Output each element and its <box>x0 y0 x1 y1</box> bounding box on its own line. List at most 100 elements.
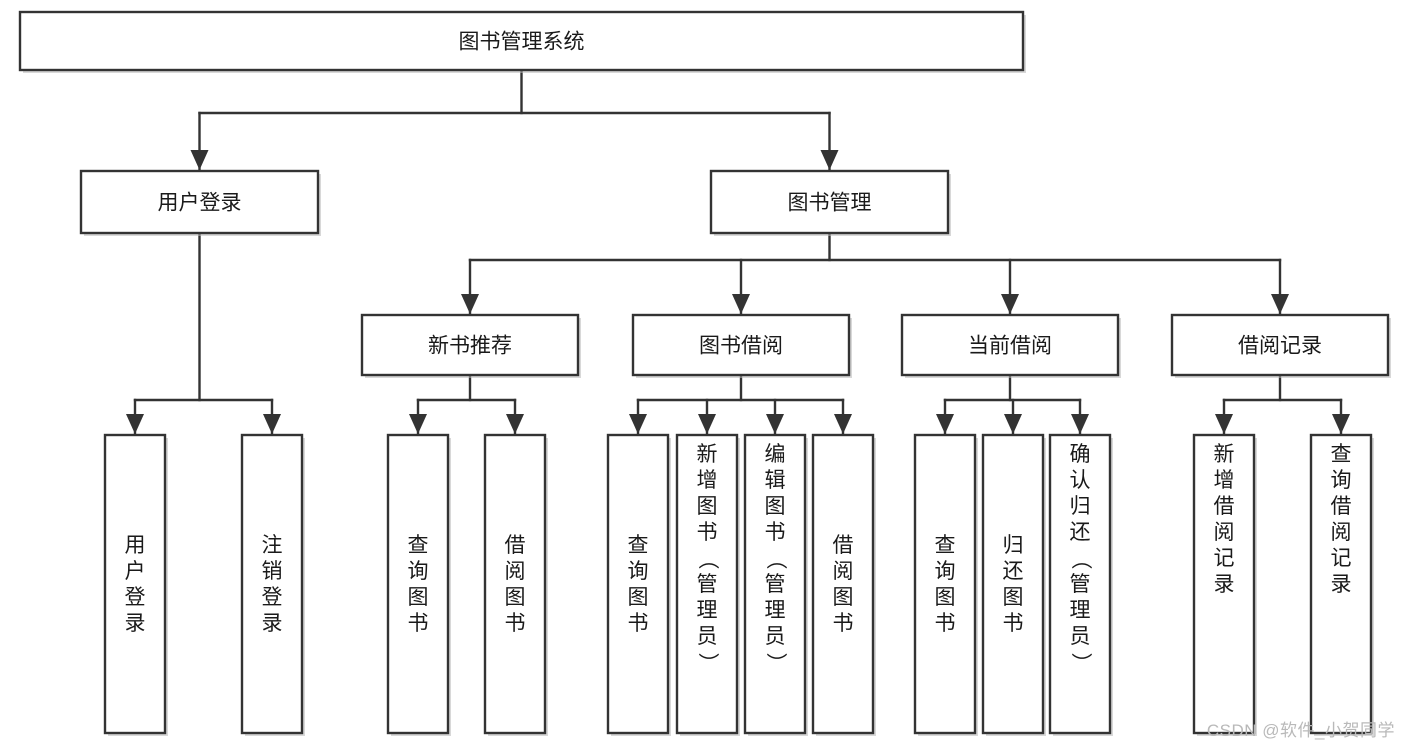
node-border[interactable] <box>103 433 167 735</box>
node-border[interactable] <box>360 313 580 377</box>
node-label-char: 查 <box>628 534 649 557</box>
node-label-char: 图 <box>628 586 649 609</box>
node-label-char: 记 <box>1214 547 1235 570</box>
node-border[interactable] <box>483 433 547 735</box>
node-label-char: 借 <box>1331 495 1352 518</box>
node-label-char: 用 <box>125 534 146 557</box>
arrow-head-icon <box>506 414 524 434</box>
node-label-char: 录 <box>1214 573 1235 596</box>
arrow-head-icon <box>936 414 954 434</box>
node-border[interactable] <box>1048 433 1112 735</box>
node-label-char: 理 <box>765 599 786 622</box>
node-border[interactable] <box>675 433 739 735</box>
node-label: 借阅记录 <box>1238 335 1322 358</box>
node-label-char: 询 <box>628 560 649 583</box>
node-label-char: 借 <box>505 534 526 557</box>
node-label-char: 询 <box>408 560 429 583</box>
edge-group-book-borrow <box>629 373 852 436</box>
node-label-char: （ <box>1069 549 1092 570</box>
node-label: 图书管理 <box>788 192 872 215</box>
arrow-head-icon <box>820 150 839 170</box>
node-leaf-user-login[interactable]: 用户登录 <box>103 433 168 736</box>
node-book-manage[interactable]: 图书管理 <box>709 169 951 236</box>
node-border[interactable] <box>631 313 851 377</box>
node-label-char: 录 <box>125 612 146 635</box>
edge-group-user-login <box>126 231 281 436</box>
node-label-char: 书 <box>628 612 649 635</box>
node-border[interactable] <box>18 10 1025 72</box>
node-label-char: 登 <box>262 586 283 609</box>
node-label-char: 阅 <box>505 560 526 583</box>
node-label-char: 书 <box>1003 612 1024 635</box>
node-label: 新书推荐 <box>428 335 512 358</box>
node-label-char: 借 <box>833 534 854 557</box>
node-label-char: 书 <box>697 521 718 544</box>
node-border[interactable] <box>1170 313 1390 377</box>
node-border[interactable] <box>606 433 670 735</box>
node-border[interactable] <box>1309 433 1373 735</box>
node-border[interactable] <box>386 433 450 735</box>
arrow-head-icon <box>126 414 144 434</box>
node-label-char: 询 <box>1331 469 1352 492</box>
node-border[interactable] <box>1192 433 1256 735</box>
node-label-char: 管 <box>765 573 786 596</box>
node-border[interactable] <box>240 433 304 735</box>
arrow-head-icon <box>834 414 852 434</box>
node-label-char: 编 <box>765 443 786 466</box>
node-label-char: 记 <box>1331 547 1352 570</box>
arrow-head-icon <box>1071 414 1089 434</box>
node-book-borrow[interactable]: 图书借阅 <box>631 313 852 378</box>
node-label-char: 借 <box>1214 495 1235 518</box>
node-label-char: 管 <box>697 573 718 596</box>
node-label-char: 询 <box>935 560 956 583</box>
node-border[interactable] <box>79 169 320 235</box>
node-label-char: 图 <box>408 586 429 609</box>
node-label-char: 图 <box>1003 586 1024 609</box>
node-label-char: 理 <box>1070 599 1091 622</box>
node-new-book-rec[interactable]: 新书推荐 <box>360 313 581 378</box>
node-border[interactable] <box>743 433 807 735</box>
node-label-char: 增 <box>697 469 718 492</box>
node-label-char: 录 <box>1331 573 1352 596</box>
node-label-char: 辑 <box>765 469 786 492</box>
node-borrow-record[interactable]: 借阅记录 <box>1170 313 1391 378</box>
node-label-char: 归 <box>1003 534 1024 557</box>
node-label-char: 确 <box>1070 443 1091 466</box>
node-label-char: 查 <box>408 534 429 557</box>
edge-group-borrow-record <box>1215 373 1350 436</box>
arrow-head-icon <box>698 414 716 434</box>
node-border[interactable] <box>811 433 875 735</box>
node-label-char: 图 <box>935 586 956 609</box>
node-label-char: 销 <box>262 560 283 583</box>
node-label: 图书借阅 <box>699 335 783 358</box>
node-label-char: 员 <box>697 625 718 648</box>
node-border[interactable] <box>981 433 1045 735</box>
arrow-head-icon <box>1001 294 1019 314</box>
node-label-char: 书 <box>833 612 854 635</box>
node-user-login[interactable]: 用户登录 <box>79 169 321 236</box>
arrow-head-icon <box>263 414 281 434</box>
arrow-head-icon <box>629 414 647 434</box>
node-root[interactable]: 图书管理系统 <box>18 10 1026 73</box>
node-label: 图书管理系统 <box>459 31 585 54</box>
node-border[interactable] <box>913 433 977 735</box>
node-label-char: 新 <box>1214 443 1235 466</box>
node-label-char: 员 <box>1070 625 1091 648</box>
node-border[interactable] <box>900 313 1120 377</box>
edge-group-book-manage <box>461 231 1289 316</box>
node-current-borrow[interactable]: 当前借阅 <box>900 313 1121 378</box>
node-border[interactable] <box>709 169 950 235</box>
